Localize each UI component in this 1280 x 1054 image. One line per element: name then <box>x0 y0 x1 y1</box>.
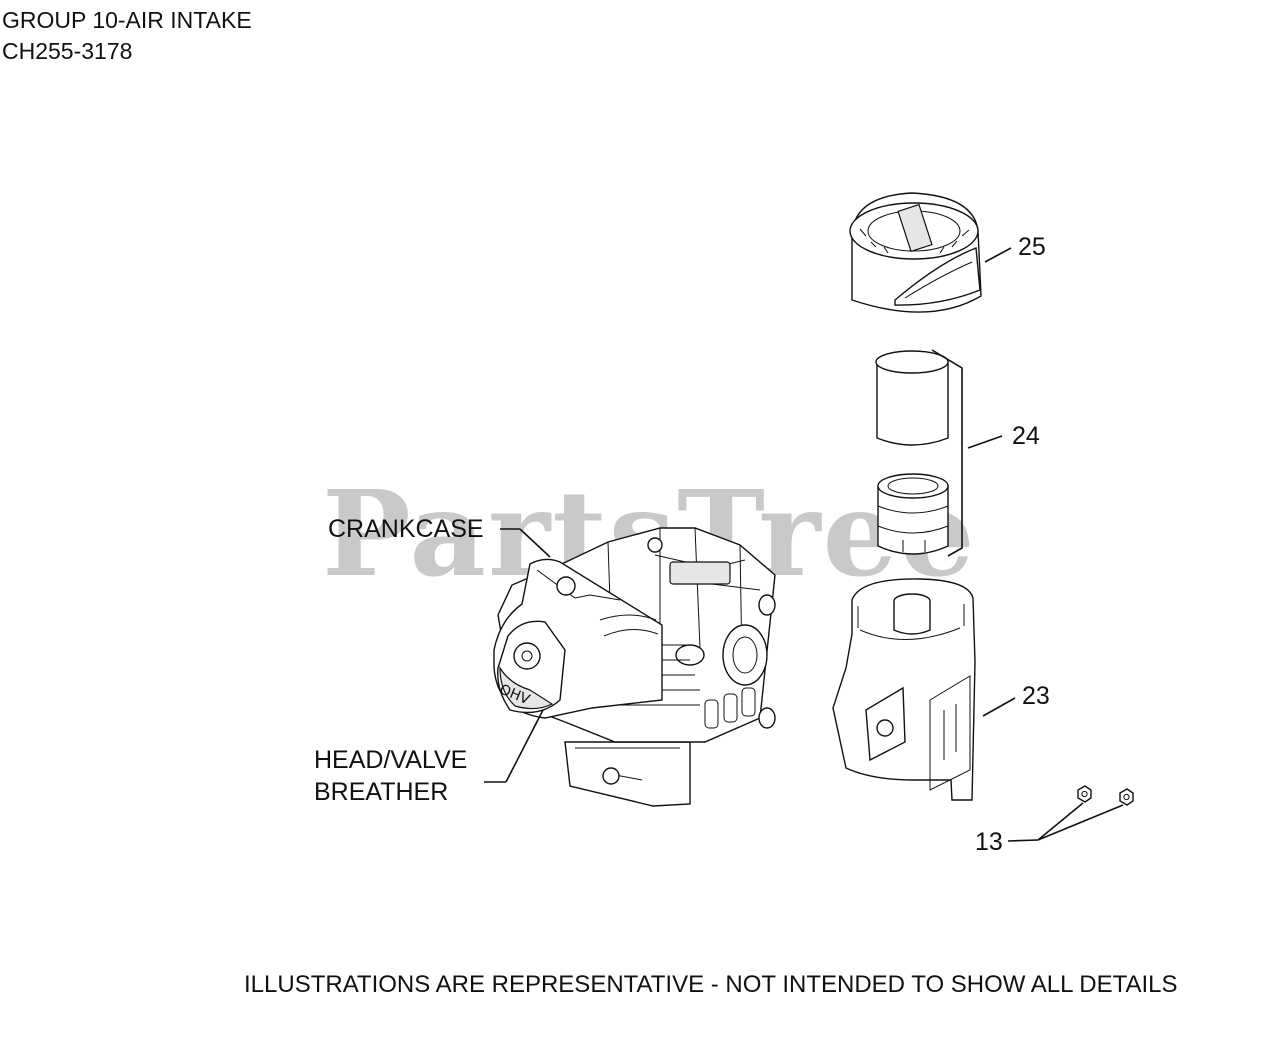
model-code: CH255-3178 <box>2 38 133 64</box>
part-24-filter-element[interactable] <box>875 350 949 555</box>
callout-crankcase[interactable]: CRANKCASE <box>328 515 484 543</box>
callout-25[interactable]: 25 <box>1018 233 1046 261</box>
leader-line-13 <box>1007 839 1039 842</box>
leader-line-24 <box>967 435 1003 449</box>
leader-line-crankcase-angled <box>519 528 551 558</box>
callout-23[interactable]: 23 <box>1022 682 1050 710</box>
leader-line-25 <box>984 247 1012 263</box>
engine-crankcase-assembly[interactable]: OHV <box>493 527 776 807</box>
callout-head-valve-line2[interactable]: BREATHER <box>314 778 448 806</box>
leader-line-23 <box>982 697 1016 717</box>
leader-line-13b <box>1037 804 1124 841</box>
leader-line-13a <box>1037 802 1084 841</box>
leader-line-head-valve-angled <box>505 709 544 783</box>
callout-24[interactable]: 24 <box>1012 422 1040 450</box>
callout-head-valve-line1[interactable]: HEAD/VALVE <box>314 746 467 774</box>
disclaimer-footer: ILLUSTRATIONS ARE REPRESENTATIVE - NOT I… <box>244 971 1178 998</box>
callout-13[interactable]: 13 <box>975 828 1003 856</box>
bracket-24 <box>931 349 963 557</box>
diagram-title: GROUP 10-AIR INTAKE <box>2 7 252 33</box>
part-25-air-cleaner-cover[interactable] <box>849 192 982 313</box>
part-13-nuts[interactable] <box>1077 785 1134 806</box>
part-23-air-cleaner-base[interactable] <box>832 578 976 801</box>
